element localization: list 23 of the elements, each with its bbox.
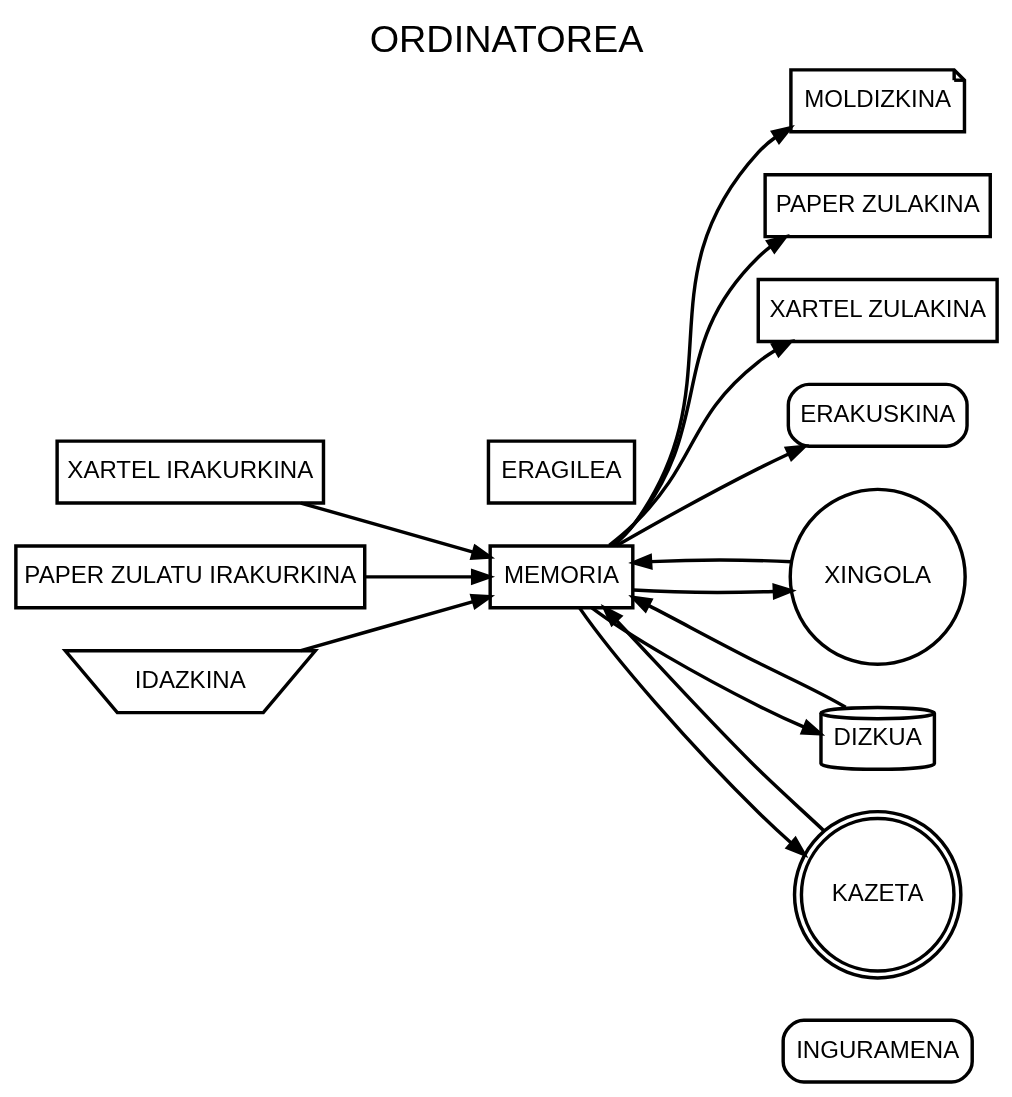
node-box: PAPER ZULAKINA <box>762 173 992 239</box>
node-box: XARTEL ZULAKINA <box>756 277 999 344</box>
node-box: XARTEL IRAKURKINA <box>54 439 325 505</box>
node-box: INGURAMENA <box>780 1018 974 1084</box>
arrow <box>577 607 808 858</box>
arrow <box>612 125 795 547</box>
node-box: ERAGILEA <box>486 439 636 505</box>
arrow <box>632 583 797 600</box>
node-box: ERAKUSKINA <box>786 382 969 448</box>
arrow <box>364 568 495 586</box>
node-box: MEMORIA <box>487 544 635 610</box>
arrow <box>590 606 825 736</box>
arrow <box>600 604 826 833</box>
node-circle: XINGOLA <box>788 487 967 667</box>
arrow <box>615 444 809 548</box>
arrow <box>299 501 495 560</box>
diagram-title: ORDINATOREA <box>369 18 643 61</box>
arrow <box>627 595 847 709</box>
arrow <box>607 339 795 547</box>
node-box: PAPER ZULATU IRAKURKINA <box>13 544 366 610</box>
arrow <box>627 553 792 570</box>
node-circle: KAZETA <box>792 809 963 980</box>
arrow <box>299 593 495 653</box>
